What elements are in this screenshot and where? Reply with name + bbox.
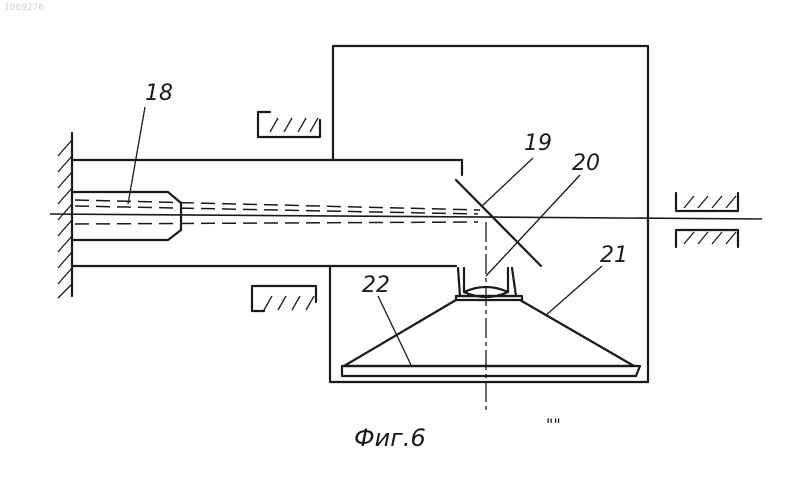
document-number-stamp: 1069276	[4, 3, 44, 13]
cone-21	[344, 300, 634, 366]
upper-support	[258, 112, 320, 137]
label-18: 18	[145, 81, 173, 106]
plate-22	[342, 366, 640, 376]
horizontal-axis	[50, 214, 762, 219]
label-21: 21	[600, 243, 628, 268]
wall-hatching	[58, 133, 72, 298]
corner-mark: ""	[546, 415, 561, 434]
mirror-19	[456, 180, 541, 266]
lens-20	[458, 268, 516, 297]
right-guides	[676, 193, 738, 247]
lower-support	[252, 286, 316, 311]
label-19: 19	[524, 131, 552, 156]
label-22: 22	[362, 273, 390, 298]
beam-dashed-lines	[75, 200, 480, 224]
label-20: 20	[572, 151, 600, 176]
rod-18	[72, 192, 181, 240]
figure-caption: Фиг.6	[354, 424, 426, 452]
